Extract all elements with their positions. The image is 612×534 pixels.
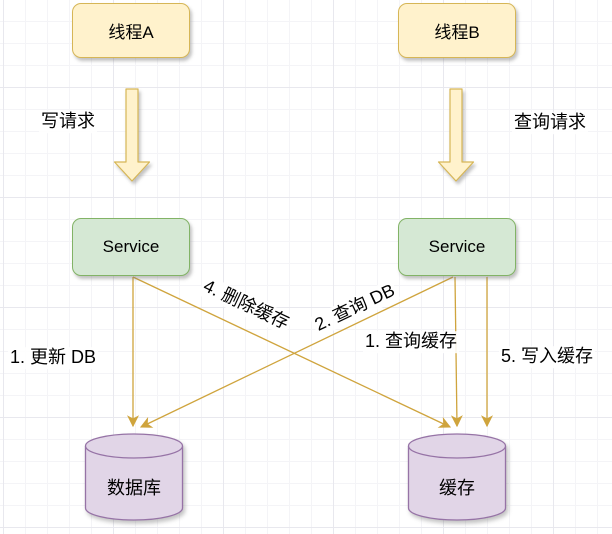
node-thread-a: 线程A (72, 3, 190, 58)
edge-delete-cache (132, 276, 452, 428)
node-thread-b-label: 线程B (434, 23, 480, 42)
label-write-request: 写请求 (39, 111, 97, 133)
label-write-cache: 5. 写入缓存 (498, 346, 596, 368)
block-arrow-write-request (113, 88, 151, 182)
node-service-a-label: Service (102, 237, 160, 256)
label-update-db: 1. 更新 DB (7, 347, 99, 369)
node-cache-label: 缓存 (439, 478, 475, 498)
node-database-label: 数据库 (107, 478, 161, 498)
database-cylinder-icon: 数据库 (84, 433, 184, 521)
node-thread-b: 线程B (398, 3, 516, 58)
node-cache: 缓存 (407, 432, 507, 524)
node-service-b: Service (398, 218, 516, 276)
node-service-b-label: Service (428, 237, 486, 256)
node-database: 数据库 (84, 432, 184, 524)
block-arrow-query-request (437, 88, 475, 182)
node-service-a: Service (72, 218, 190, 276)
label-query-request: 查询请求 (512, 112, 588, 134)
node-thread-a-label: 线程A (108, 23, 154, 42)
edge-query-db (139, 276, 454, 428)
label-query-cache: 1. 查询缓存 (362, 331, 460, 353)
cache-cylinder-icon: 缓存 (407, 433, 507, 521)
